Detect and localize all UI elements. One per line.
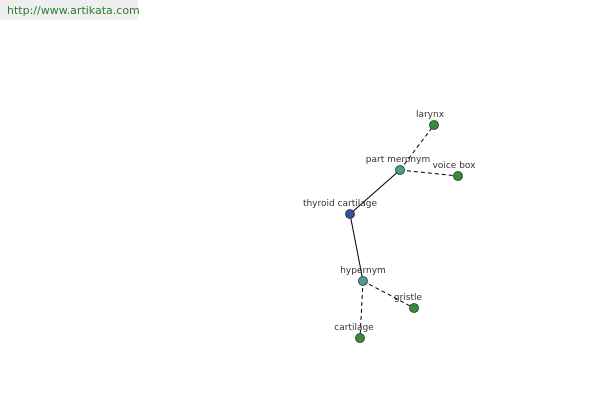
node-larynx[interactable] — [429, 120, 439, 130]
graph-edges — [349, 124, 459, 339]
edge-part-meronym-to-voice-box — [399, 169, 459, 177]
node-label-cartilage: cartilage — [334, 323, 374, 333]
edge-part-meronym-to-larynx — [399, 124, 435, 171]
edge-root-to-hypernym — [349, 213, 364, 282]
edge-hypernym-to-gristle — [362, 280, 415, 309]
node-label-part-meronym: part meronym — [366, 155, 430, 165]
edge-hypernym-to-cartilage — [359, 280, 364, 339]
node-label-gristle: gristle — [394, 293, 423, 303]
edge-root-to-part-meronym — [349, 169, 401, 215]
node-voice-box[interactable] — [453, 171, 463, 181]
node-label-hypernym: hypernym — [340, 266, 386, 276]
node-root[interactable] — [345, 209, 355, 219]
node-label-root: thyroid cartilage — [303, 199, 378, 209]
node-cartilage[interactable] — [355, 333, 365, 343]
node-part-meronym[interactable] — [395, 165, 405, 175]
node-hypernym[interactable] — [358, 276, 368, 286]
node-label-voice-box: voice box — [433, 161, 477, 171]
watermark-bar: http://www.artikata.com — [0, 0, 140, 20]
node-label-larynx: larynx — [416, 110, 445, 120]
graph-nodes: thyroid cartilage part meronym hypernym lar… — [303, 110, 476, 343]
watermark-url[interactable]: http://www.artikata.com — [7, 4, 140, 17]
node-gristle[interactable] — [409, 303, 419, 313]
